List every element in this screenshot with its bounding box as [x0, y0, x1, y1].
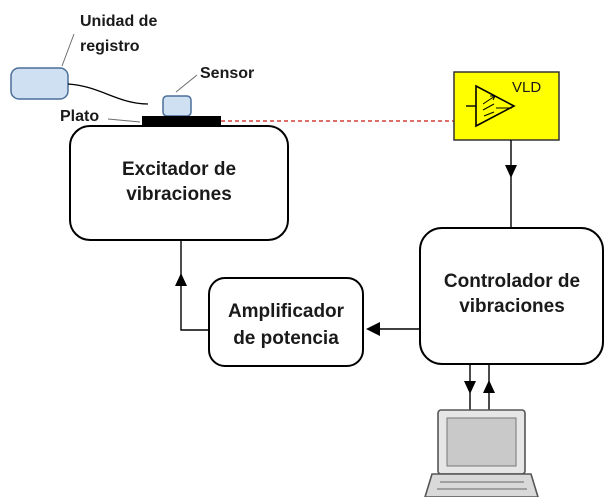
plato-label: Plato [60, 108, 99, 125]
amplifier-to-exciter-arrowhead [175, 273, 187, 286]
controller-to-amplifier-arrowhead [366, 322, 380, 336]
sensor-cable [67, 83, 149, 105]
amplifier-label-line2: de potencia [233, 328, 339, 349]
amplifier-label-line1: Amplificador [228, 301, 345, 322]
vld-label: VLD [512, 79, 541, 96]
unidad-label-line2: registro [80, 38, 140, 55]
plate-bar [142, 116, 221, 126]
sensor-label: Sensor [200, 65, 254, 82]
computer-to-controller-arrowhead [483, 380, 495, 393]
unidad-leader-line [61, 33, 75, 67]
exciter-block [69, 125, 289, 241]
controller-label-line1: Controlador de [444, 271, 580, 292]
controller-label-line2: vibraciones [459, 296, 565, 317]
sensor-device [162, 95, 192, 117]
controller-block [419, 227, 604, 365]
laser-diode-icon [466, 84, 516, 128]
vld-to-controller-arrowhead [505, 165, 517, 178]
amplifier-block [208, 277, 364, 367]
laptop-icon [424, 409, 539, 497]
plato-leader-line [107, 118, 141, 123]
sensor-leader-line [175, 74, 198, 93]
controller-to-computer-arrowhead [464, 381, 476, 394]
recording-unit-device [10, 67, 69, 100]
amplifier-to-exciter-line [180, 240, 209, 331]
unidad-label-line1: Unidad de [80, 13, 157, 30]
exciter-label-line2: vibraciones [126, 184, 232, 205]
exciter-label-line1: Excitador de [122, 159, 236, 180]
